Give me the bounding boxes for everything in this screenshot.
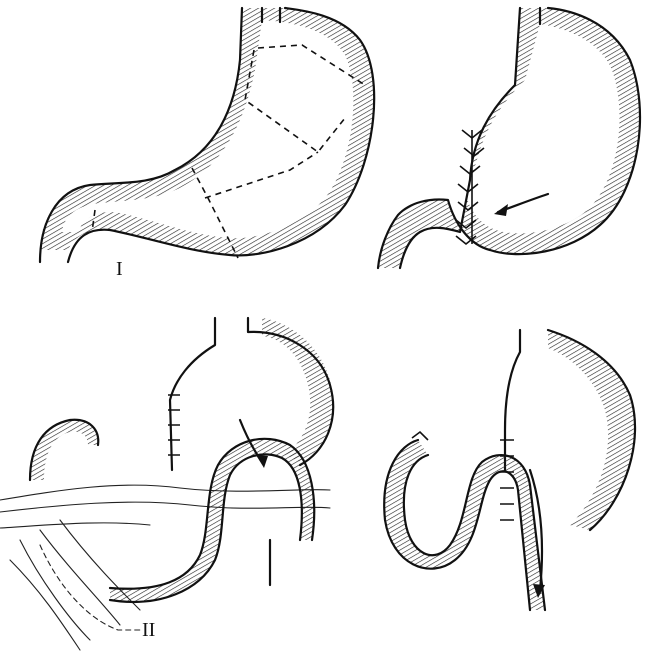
panel-stomach-sutured <box>378 8 640 268</box>
panel-two-label: II <box>142 619 155 641</box>
panel-stomach-resection-lines: I <box>40 8 374 280</box>
panel-one-label: I <box>116 258 123 280</box>
panel-anastomosis-loop: II <box>0 318 333 650</box>
panel-gastrojejunostomy <box>384 330 635 610</box>
